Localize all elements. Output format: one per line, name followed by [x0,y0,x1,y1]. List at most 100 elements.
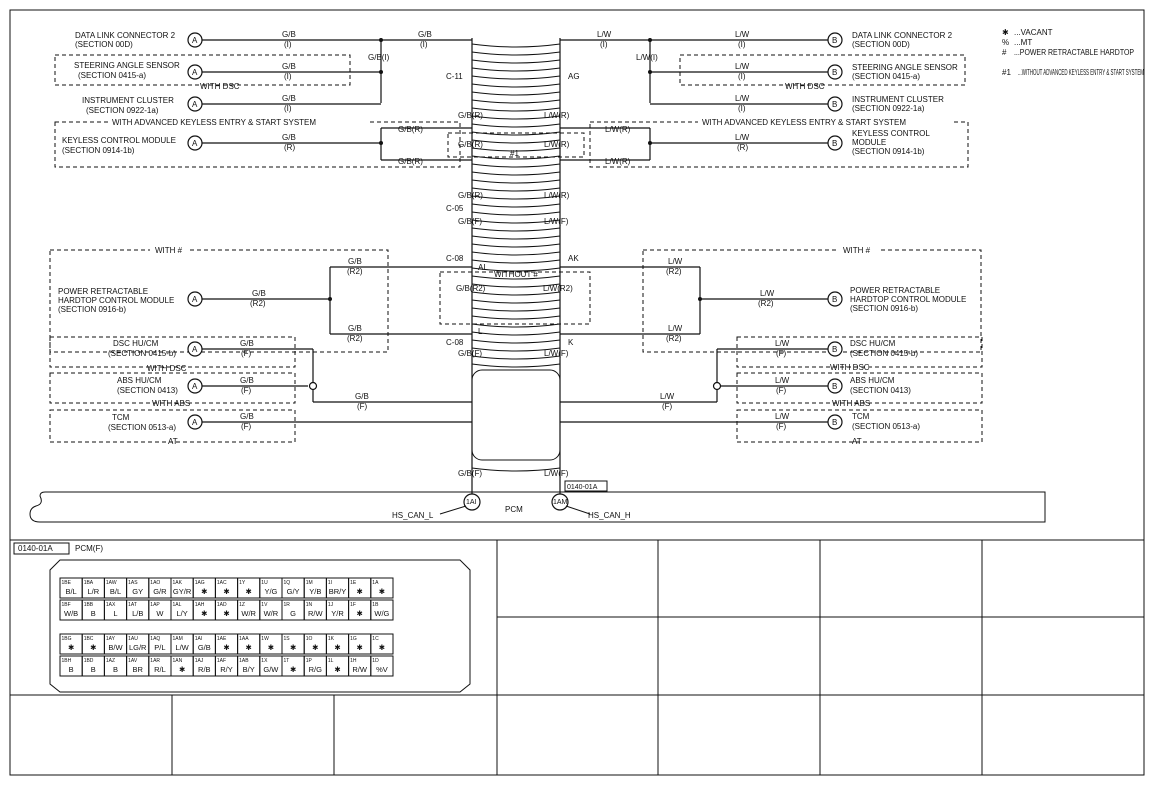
harness-coil [471,59,561,64]
pcm-pin-1ai-label: 1AI [466,499,477,506]
connector-pin-number: 1AT [128,602,137,608]
right-prh-name2: HARDTOP CONTROL MODULE [850,295,966,304]
left-dsc-wire: G/B [240,339,254,348]
left-dlc-wire-circ: (I) [284,40,292,49]
harness-coil [471,331,561,336]
harness-coil [471,227,561,232]
trunk-label-gbr-mid: G/B(R) [458,191,483,200]
connector-pin-number: 1AC [217,580,227,586]
harness-coil [471,355,561,360]
harness-coil [471,307,561,312]
connector-pin-cell [370,633,394,655]
connector-pin-number: 1C [372,636,379,642]
connector-housing [49,559,471,693]
connector-pin-number: 1J [328,602,334,608]
right-prh-pin: B [832,295,837,304]
harness-coil [471,211,561,216]
harness-junction-box [471,369,561,461]
connector-pin-number: 1AX [106,602,116,608]
connector-pin-wire: Y/G [264,587,277,596]
left-abs-circ: (F) [241,386,252,395]
connector-pin-wire: ✱ [246,587,253,596]
connector-pin-wire: ✱ [179,665,186,674]
connector-view: 0140-01A PCM(F) 1BEB/L1BAL/R1AWB/L1ASGY1… [13,542,471,693]
harness-coil [471,187,561,192]
left-bus-f-wire: G/B [355,392,369,401]
right-prh-wire: L/W [760,289,775,298]
legend: ✱ ...VACANT % ...MT # ...POWER RETRACTAB… [1002,28,1144,77]
left-abs-section: (SECTION 0413) [117,386,178,395]
connector-pin-wire: B/Y [243,665,255,674]
connector-pin-cell [370,655,394,677]
connector-pin-number: 1AW [106,580,117,586]
right-tcm-name: TCM [852,412,870,421]
right-bus-f-circ: (F) [662,402,673,411]
left-tcm-name: TCM [112,413,130,422]
trunk-label-lwr-top: L/W(R) [544,111,570,120]
connector-pin-wire: G [290,609,296,618]
connector-pin-number: 1D [372,658,379,664]
connector-c11: C-11 [446,72,463,81]
left-dsc-pin: A [192,345,198,354]
trunk-label-lwr-mid: L/W(R) [544,191,570,200]
harness-bundle [471,38,561,478]
connector-pin-number: 1AN [173,658,183,664]
connector-pin-number: 1BD [84,658,94,664]
connector-pin-wire: GY [132,587,143,596]
left-abs-name: ABS HU/CM [117,376,162,385]
pcm-pin-1am-label: 1AM [553,499,568,506]
left-prh-circ: (R2) [250,299,266,308]
left-dlc-wire-color: G/B [282,30,296,39]
right-prh-name: POWER RETRACTABLE [850,286,940,295]
connector-pin-wire: L/Y [176,609,187,618]
harness-coil [471,139,561,144]
right-sas-pin: B [832,68,837,77]
connector-pin-wire: ✱ [223,587,230,596]
connector-pin-number: 1AD [217,602,227,608]
legend-text-keyless: ...WITHOUT ADVANCED KEYLESS ENTRY & STAR… [1018,68,1144,77]
right-dsc-wire: L/W [775,339,790,348]
connector-pin-number: 1AB [239,658,249,664]
connector-pin-number: 1N [306,602,313,608]
connector-pin-wire: ✱ [357,643,364,652]
connector-ag: AG [568,72,580,81]
right-tcm-circ: (F) [776,422,787,431]
connector-pin-wire: ✱ [201,609,208,618]
right-prh-dn-circ: (R2) [666,334,682,343]
left-dsc-name: DSC HU/CM [113,339,159,348]
page-frame [9,9,1145,776]
connector-pin-number: 1AO [150,580,160,586]
connector-pin-number: 1AQ [150,636,160,642]
connector-pin-wire: G/R [153,587,167,596]
connector-pin-wire: BR/Y [329,587,347,596]
left-abs-group [49,372,296,404]
left-kcm-section: (SECTION 0914-1b) [62,146,135,155]
harness-coil [471,363,561,368]
pcm-pin-1am [551,493,569,511]
right-kcm-section: (SECTION 0914-1b) [852,147,925,156]
left-prh-group [49,249,389,353]
connector-pin-number: 1AP [150,602,160,608]
harness-coil [471,131,561,136]
right-sas-name: STEERING ANGLE SENSOR [852,63,958,72]
harness-coil [471,299,561,304]
harness-coil [471,203,561,208]
connector-ak: AK [568,254,579,263]
harness-coil [471,467,561,472]
connector-pin-number: 1BH [62,658,72,664]
connector-pin-number: 1Q [284,580,291,586]
connector-pin-number: 1L [328,658,334,664]
right-prh-group [642,249,982,353]
connector-pin-number: 1AI [195,636,203,642]
right-dsc-circ: (F) [776,349,787,358]
connector-pin-number: 1M [306,580,313,586]
legend-sym-vacant: ✱ [1002,28,1009,37]
harness-coil [471,267,561,272]
connector-pin-number: 1X [261,658,268,664]
connector-pin-wire: B [113,665,118,674]
right-tcm-wire: L/W [775,412,790,421]
harness-coil [471,51,561,56]
right-tcm-section: (SECTION 0513-a) [852,422,920,431]
right-abs-section: (SECTION 0413) [850,386,911,395]
connector-pin-number: 1H [350,658,357,664]
